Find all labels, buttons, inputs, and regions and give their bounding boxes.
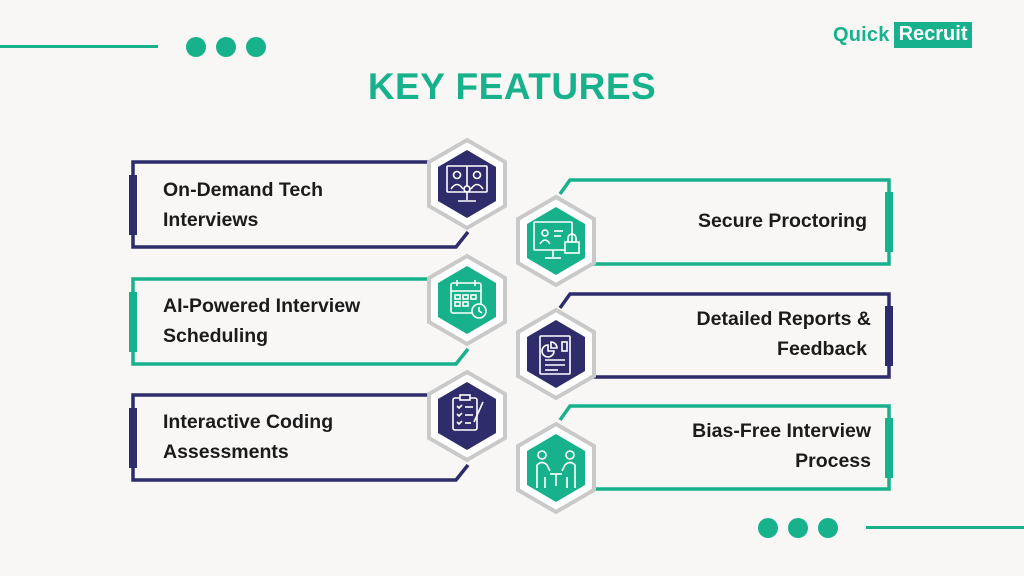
feature-label-bias-free: Bias-Free Interview Process	[600, 416, 871, 476]
feature-proctoring-line1: Secure Proctoring	[697, 210, 867, 232]
bottom-right-line	[866, 526, 1024, 529]
screen-lock-icon	[533, 221, 580, 259]
bottom-dot-3	[818, 518, 838, 538]
feature-bias-free-line1: Bias-Free Interview	[692, 420, 871, 442]
hex-bias-free	[516, 421, 596, 515]
frame-reports	[558, 292, 891, 379]
feature-reports-line2: Feedback	[777, 338, 867, 360]
hex-reports	[516, 307, 596, 401]
feature-label-reports: Detailed Reports & Feedback	[600, 304, 871, 364]
frame-coding-tab	[129, 408, 137, 468]
people-talking-icon	[536, 450, 576, 488]
frame-bias-free	[558, 404, 891, 491]
frame-ai-scheduling	[131, 277, 470, 366]
frame-bias-free-tab	[885, 418, 893, 478]
calendar-clock-icon	[450, 280, 487, 319]
feature-ai-scheduling-line1: AI-Powered Interview	[163, 295, 361, 317]
frame-reports-tab	[885, 306, 893, 366]
logo-text-quick: Quick	[833, 23, 890, 46]
feature-label-ai-scheduling: AI-Powered Interview Scheduling	[163, 291, 433, 351]
bottom-dot-2	[788, 518, 808, 538]
frame-proctoring-tab	[885, 192, 893, 252]
feature-on-demand-line1: On-Demand Tech	[163, 179, 323, 201]
checklist-icon	[452, 394, 484, 431]
report-chart-icon	[539, 335, 571, 375]
page-title: KEY FEATURES	[367, 66, 657, 107]
top-dot-3	[246, 37, 266, 57]
feature-bias-free-line2: Process	[795, 450, 871, 472]
feature-coding-line1: Interactive Coding	[163, 411, 334, 433]
frame-on-demand-tab	[129, 175, 137, 235]
hex-ai-scheduling	[427, 253, 507, 347]
frame-proctoring	[558, 178, 891, 266]
quickrecruit-logo: Quick Recruit	[833, 22, 973, 48]
top-left-line	[0, 45, 158, 48]
frame-on-demand	[131, 160, 470, 249]
bottom-dot-1	[758, 518, 778, 538]
frame-ai-scheduling-tab	[129, 292, 137, 352]
feature-label-proctoring: Secure Proctoring	[600, 206, 867, 236]
feature-label-coding: Interactive Coding Assessments	[163, 407, 433, 467]
feature-on-demand-line2: Interviews	[163, 209, 259, 231]
feature-label-on-demand: On-Demand Tech Interviews	[163, 175, 433, 235]
top-dot-1	[186, 37, 206, 57]
feature-coding-line2: Assessments	[163, 441, 289, 463]
feature-ai-scheduling-line2: Scheduling	[163, 325, 269, 347]
hex-proctoring	[516, 194, 596, 288]
frame-coding	[131, 393, 470, 482]
top-dot-2	[216, 37, 236, 57]
logo-text-recruit: Recruit	[893, 22, 973, 48]
feature-reports-line1: Detailed Reports &	[696, 308, 871, 330]
hex-coding	[427, 369, 507, 463]
video-interview-icon	[446, 165, 488, 202]
